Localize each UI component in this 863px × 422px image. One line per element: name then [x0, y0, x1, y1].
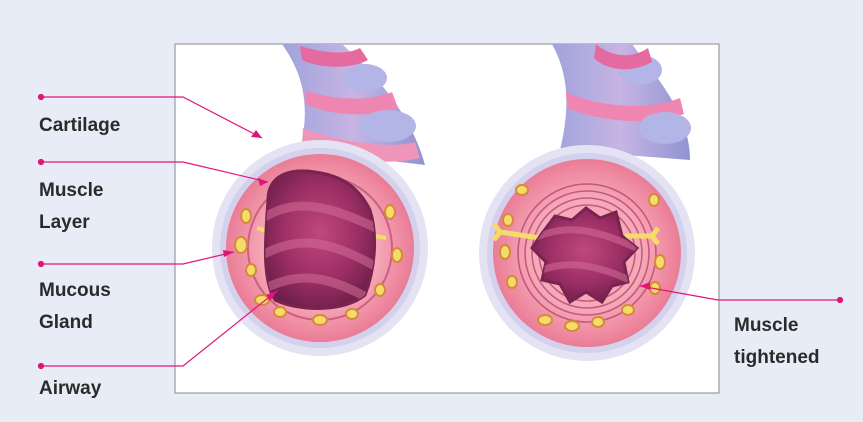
label-muscle-layer: Muscle Layer — [39, 175, 103, 239]
label-muscle-tightened: Muscle tightened — [734, 310, 820, 374]
label-airway: Airway — [39, 373, 101, 405]
label-mucous-gland: Mucous Gland — [39, 275, 111, 339]
label-cartilage: Cartilage — [39, 110, 120, 142]
